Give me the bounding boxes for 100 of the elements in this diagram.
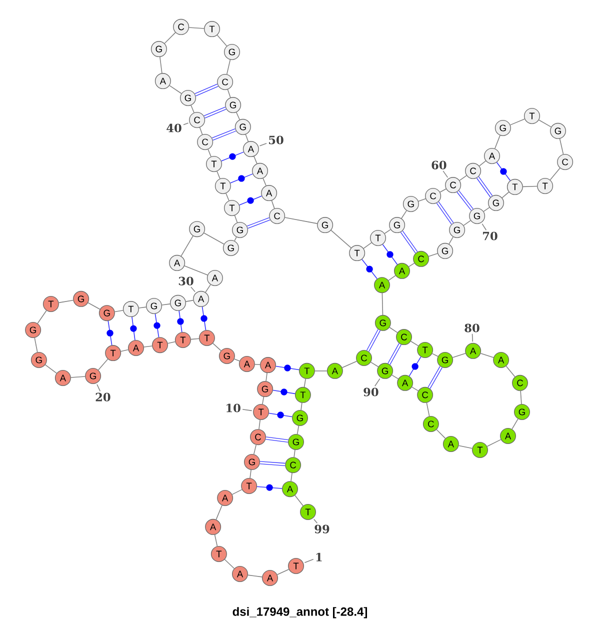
backbone-line: [138, 306, 146, 308]
base-pair-line: [130, 316, 137, 340]
base-pair-line: [221, 152, 244, 162]
backbone-line: [426, 402, 430, 417]
backbone-line: [236, 112, 240, 120]
position-number: 99: [314, 524, 330, 534]
base-pair-line: [194, 84, 218, 96]
backbone-line: [114, 310, 124, 312]
backbone-line: [70, 376, 86, 378]
backbone-line: [205, 284, 211, 293]
backbone-line: [254, 364, 260, 366]
backbone-line: [432, 353, 438, 357]
base-pair-line: [154, 314, 160, 338]
backbone-line: [440, 188, 446, 193]
backbone-line: [216, 171, 220, 179]
backbone-line: [284, 217, 318, 224]
backbone-line: [559, 138, 564, 155]
base-pair-line: [476, 176, 493, 198]
backbone-line: [342, 360, 358, 368]
backbone-line: [190, 105, 194, 113]
base-pair-line: [496, 162, 511, 181]
base-pair-line: [106, 320, 114, 346]
leader-line: [242, 408, 252, 412]
backbone-line: [510, 118, 525, 126]
backbone-line: [410, 340, 419, 346]
backbone-line: [418, 198, 426, 202]
backbone-line: [304, 378, 306, 388]
backbone-line: [188, 27, 204, 29]
base-pair-line: [212, 128, 236, 140]
backbone-line: [234, 358, 240, 362]
backbone-line: [169, 85, 182, 94]
backbone-line: [478, 160, 486, 166]
base-pair-line: [230, 174, 253, 184]
backbone-line: [88, 302, 100, 310]
backbone-line: [44, 364, 57, 374]
backbone-line: [483, 207, 490, 212]
base-pair-line: [362, 258, 378, 280]
base-pair-line: [200, 306, 208, 330]
backbone-line: [448, 236, 454, 244]
leader-line: [190, 286, 196, 292]
base-pair-line: [382, 244, 398, 265]
position-number: 70: [483, 232, 498, 240]
base-pair-line: [436, 202, 454, 224]
backbone-line: [224, 559, 235, 569]
backbone-line: [392, 374, 399, 380]
backbone-line: [294, 450, 296, 458]
backbone-line: [452, 353, 466, 358]
backbone-line: [258, 420, 260, 430]
base-pair-line: [272, 388, 296, 396]
leader-line: [472, 333, 474, 342]
base-pair-line: [260, 461, 286, 466]
base-pair-line: [388, 343, 402, 365]
leader-line: [259, 143, 267, 146]
backbone-line: [296, 426, 300, 434]
backbone-line: [522, 186, 538, 188]
backbone-line: [384, 229, 391, 234]
backbone-line: [520, 390, 522, 404]
backbone-line: [480, 353, 494, 358]
backbone-line: [436, 429, 446, 439]
leader-line: [442, 170, 448, 178]
backbone-line: [486, 439, 502, 447]
backbone-line: [388, 275, 396, 281]
backbone-line: [412, 386, 419, 392]
backbone-line: [300, 402, 302, 410]
backbone-line: [538, 120, 552, 128]
position-number: 90: [364, 388, 378, 396]
base-pair-line: [408, 356, 422, 376]
backbone-line: [463, 220, 471, 226]
backbone-line: [58, 300, 74, 304]
backbone-line: [234, 236, 237, 242]
leader-line: [96, 384, 101, 392]
base-pair-line: [177, 310, 184, 332]
position-number: 30: [178, 276, 194, 286]
backbone-line: [253, 444, 257, 455]
base-pair-line: [428, 366, 442, 389]
base-pair-line: [276, 364, 300, 372]
backbone-line: [262, 396, 264, 405]
position-number: 60: [432, 160, 446, 170]
leader-line: [374, 378, 380, 386]
backbone-line: [494, 135, 500, 149]
backbone-line: [401, 210, 407, 219]
position-number: 40: [166, 124, 182, 132]
position-number: 10: [226, 404, 240, 412]
backbone-line: [34, 337, 38, 353]
base-pair-line: [246, 217, 270, 229]
base-pair-line: [456, 190, 474, 211]
backbone-line: [262, 178, 266, 186]
base-pair-line: [256, 484, 282, 491]
backbone-line: [502, 192, 510, 198]
leader-line: [183, 122, 189, 126]
backbone-line: [184, 265, 208, 276]
backbone-line: [227, 89, 231, 98]
base-pair-line: [400, 230, 418, 254]
backbone-line: [226, 59, 231, 75]
base-pair-line: [204, 106, 226, 118]
position-number: 1: [316, 552, 322, 562]
backbone-line: [389, 326, 398, 333]
backbone-line: [37, 310, 47, 324]
backbone-line: [167, 341, 176, 344]
caption: dsi_17949_annot [-28.4]: [232, 607, 367, 618]
